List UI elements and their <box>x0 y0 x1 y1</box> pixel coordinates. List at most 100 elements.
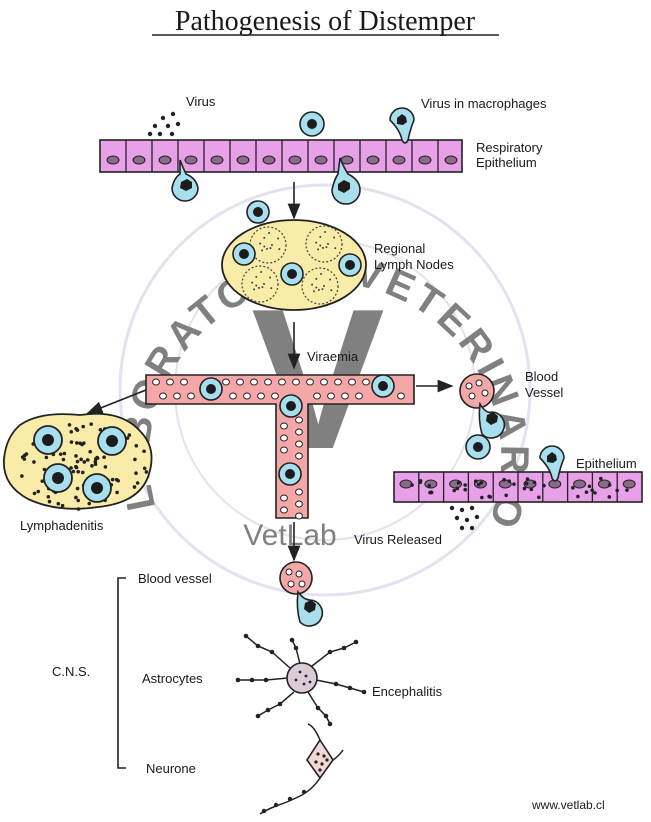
arrow-to-lymphadenitis <box>86 389 147 414</box>
cns-blood-vessel <box>279 561 324 627</box>
epithelial-nucleus <box>366 155 380 165</box>
red-blood-cell <box>278 378 286 386</box>
red-blood-cell <box>295 428 303 436</box>
red-blood-cell <box>295 488 303 496</box>
small-vessel-right <box>459 373 506 439</box>
epithelial-nucleus <box>106 155 120 165</box>
astrocyte-process <box>307 691 331 725</box>
red-blood-cell <box>295 452 303 460</box>
red-blood-cell <box>313 392 321 400</box>
red-blood-cell <box>236 378 244 386</box>
red-blood-cell <box>397 392 405 400</box>
macrophage-migrating <box>246 200 270 224</box>
macrophage-tail-top-right <box>389 107 415 144</box>
epithelial-nucleus <box>444 155 458 165</box>
cns-bracket <box>117 577 126 769</box>
macrophage-free-right <box>465 434 491 460</box>
epithelial-nucleus <box>424 479 438 489</box>
red-blood-cell <box>222 378 230 386</box>
epithelial-nucleus <box>399 479 413 489</box>
red-blood-cell <box>280 434 288 442</box>
astrocyte-process <box>311 641 357 667</box>
macrophage-tail-below-left <box>171 159 199 202</box>
label-virus: Virus <box>186 94 216 109</box>
epithelial-nucleus <box>132 155 146 165</box>
red-blood-cell <box>362 378 370 386</box>
macrophage-top-center <box>299 111 325 137</box>
red-blood-cell <box>187 392 195 400</box>
label-cns: C.N.S. <box>52 664 90 679</box>
epithelial-nucleus <box>392 155 406 165</box>
astrocyte <box>235 633 367 727</box>
astrocyte-process <box>245 635 291 669</box>
follicle <box>305 225 343 263</box>
red-blood-cell <box>243 392 251 400</box>
label-astrocytes: Astrocytes <box>142 671 203 686</box>
red-blood-cell <box>295 512 303 520</box>
red-blood-cell <box>295 416 303 424</box>
red-blood-cell <box>180 378 188 386</box>
epithelial-nucleus <box>262 155 276 165</box>
blood-vessel-t <box>145 374 415 520</box>
label-regional: Regional <box>374 241 425 256</box>
epithelial-nucleus <box>314 155 328 165</box>
follicle <box>241 265 279 303</box>
label-blood: Blood <box>525 369 558 384</box>
red-blood-cell <box>280 446 288 454</box>
red-blood-cell <box>334 378 342 386</box>
red-blood-cell <box>292 378 300 386</box>
regional-lymph-node <box>221 219 367 311</box>
infected-epithelium <box>393 471 643 503</box>
neurone <box>259 723 344 815</box>
red-blood-cell <box>166 378 174 386</box>
label-encephalitis: Encephalitis <box>372 684 443 699</box>
follicle <box>301 267 339 305</box>
astrocyte-process <box>257 691 295 717</box>
epithelial-nucleus <box>236 155 250 165</box>
respiratory-epithelium <box>99 139 463 173</box>
astrocyte-process <box>238 677 289 681</box>
red-blood-cell <box>355 392 363 400</box>
red-blood-cell <box>152 378 160 386</box>
label-cns-blood-vessel: Blood vessel <box>138 571 212 586</box>
red-blood-cell <box>341 392 349 400</box>
epithelial-nucleus <box>573 479 587 489</box>
label-virus-released: Virus Released <box>354 532 442 547</box>
credit-url: www.vetlab.cl <box>531 798 605 812</box>
macrophage-on-epithelium <box>539 445 565 482</box>
red-blood-cell <box>159 392 167 400</box>
red-blood-cell <box>348 378 356 386</box>
virus-particles-released <box>449 505 480 531</box>
red-blood-cell <box>320 378 328 386</box>
red-blood-cell <box>257 392 265 400</box>
epithelial-nucleus <box>158 155 172 165</box>
red-blood-cell <box>173 392 181 400</box>
epithelial-nucleus <box>288 155 302 165</box>
epithelial-nucleus <box>418 155 432 165</box>
epithelial-nucleus <box>622 479 636 489</box>
red-blood-cell <box>271 392 279 400</box>
astrocyte-process <box>315 679 365 693</box>
red-blood-cell <box>250 378 258 386</box>
label-vessel: Vessel <box>525 385 563 400</box>
red-blood-cell <box>295 440 303 448</box>
red-blood-cell <box>280 494 288 502</box>
red-blood-cell <box>229 392 237 400</box>
label-epithelium-resp: Epithelium <box>476 155 537 170</box>
label-epithelium: Epithelium <box>576 456 637 471</box>
red-blood-cell <box>280 506 288 514</box>
watermark-center-text: VetLab <box>243 519 336 552</box>
label-lymphadenitis: Lymphadenitis <box>20 518 104 533</box>
red-blood-cell <box>306 378 314 386</box>
label-lymph-nodes: Lymph Nodes <box>374 257 454 272</box>
virus-particles-top <box>147 111 181 137</box>
label-viraemia: Viraemia <box>307 349 359 364</box>
astrocyte-process <box>291 639 301 665</box>
red-blood-cell <box>295 500 303 508</box>
red-blood-cell <box>327 392 335 400</box>
label-respiratory: Respiratory <box>476 140 543 155</box>
label-virus-in-macrophages: Virus in macrophages <box>421 96 547 111</box>
epithelial-nucleus <box>210 155 224 165</box>
red-blood-cell <box>264 378 272 386</box>
